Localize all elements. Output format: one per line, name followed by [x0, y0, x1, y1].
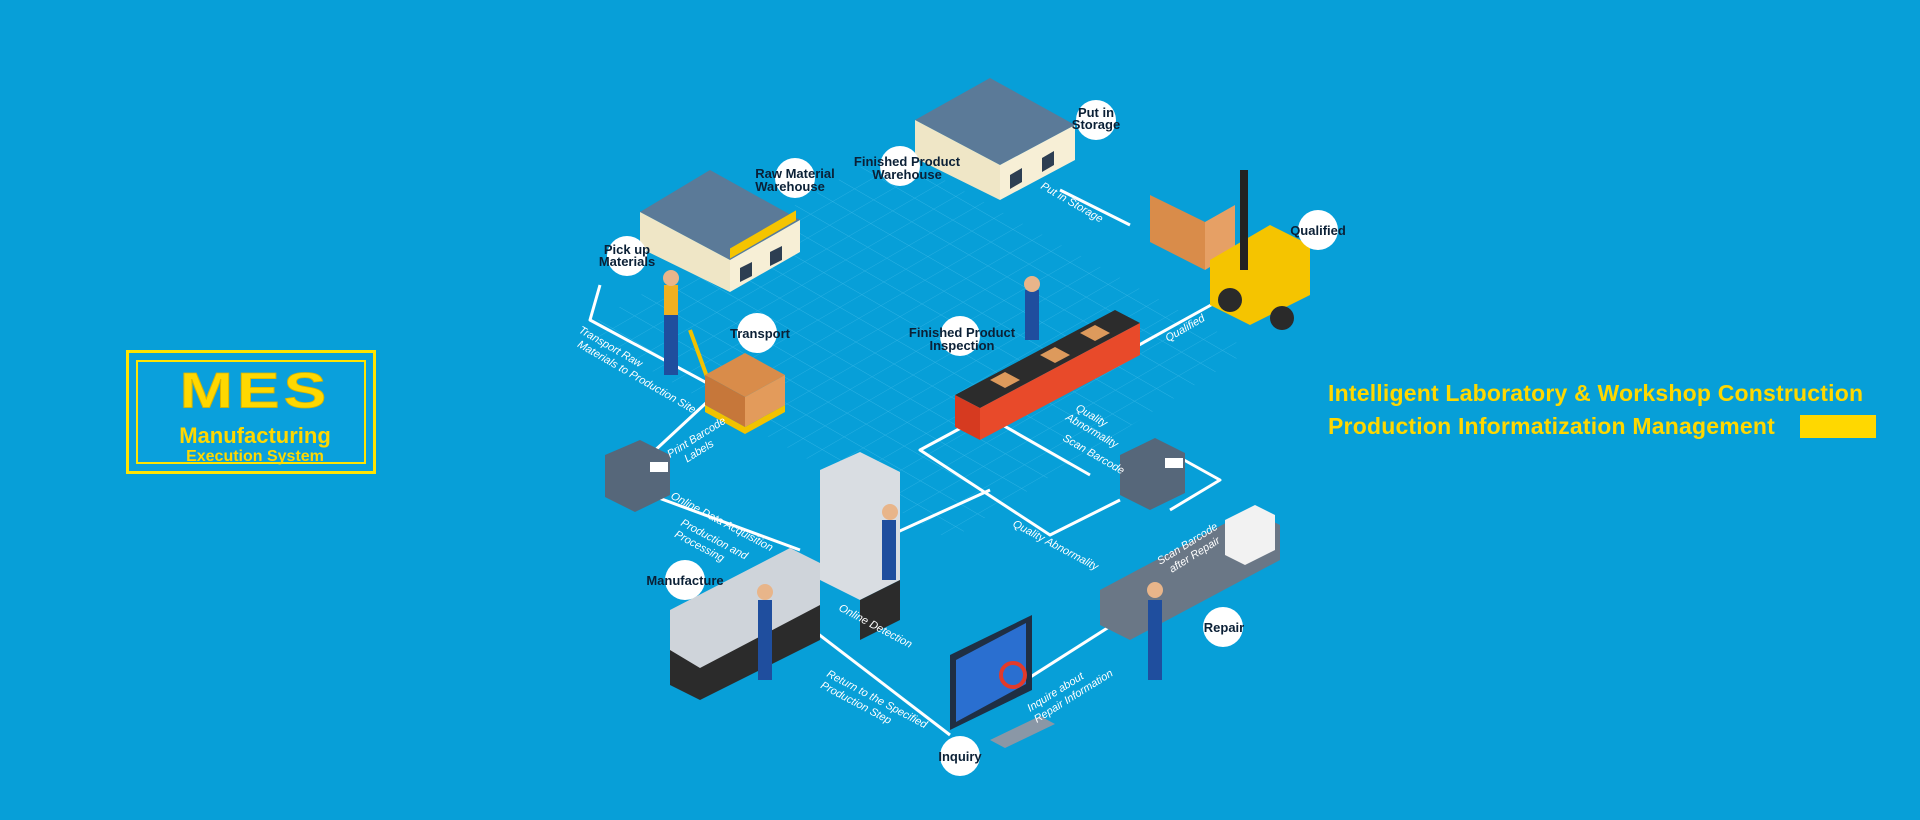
- node-repair: Repair: [1203, 607, 1244, 647]
- node-raw-material-warehouse-line1: Raw Material: [755, 166, 834, 181]
- mes-logo: MES Manufacturing Execution System: [126, 350, 376, 474]
- node-pick-up-line1: Pick up: [604, 242, 650, 257]
- path-put-in-storage: Put in Storage: [1039, 180, 1105, 225]
- node-raw-material-warehouse-line2: Warehouse: [755, 179, 825, 194]
- node-finished-inspection-line1: Finished Product: [909, 325, 1016, 340]
- barcode-printer-left: [605, 440, 670, 512]
- flow-forklift-to-storage: [1059, 188, 1131, 227]
- node-inquiry-label: Inquiry: [938, 749, 982, 764]
- node-raw-material-warehouse: Raw Material Warehouse: [755, 158, 835, 198]
- node-finished-warehouse-line1: Finished Product: [854, 154, 961, 169]
- path-quality-abnormality-low: Quality Abnormality: [1011, 518, 1102, 574]
- finished-product-warehouse: [915, 78, 1075, 200]
- node-labels: Raw Material Warehouse Pick up Materials…: [599, 100, 1346, 776]
- flow-manufacture-to-inquiry: [799, 618, 951, 737]
- forklift: [1150, 170, 1310, 330]
- mes-logo-frame: MES Manufacturing Execution System: [136, 360, 366, 465]
- node-finished-inspection-line2: Inspection: [929, 338, 994, 353]
- inspection-conveyor: [955, 276, 1140, 440]
- flow-inspection-to-forklift: [1129, 298, 1221, 352]
- node-pick-up-materials: Pick up Materials: [599, 236, 655, 276]
- path-inquire-repair: Inquire about Repair Information: [1025, 667, 1115, 725]
- node-repair-label: Repair: [1204, 620, 1244, 635]
- mes-logo-mark: MES: [179, 362, 331, 419]
- milling-machine: [820, 452, 900, 640]
- repair-machine: [1100, 505, 1280, 680]
- node-finished-warehouse-line2: Warehouse: [872, 167, 942, 182]
- node-transport-label: Transport: [730, 326, 791, 341]
- node-finished-product-inspection: Finished Product Inspection: [909, 316, 1016, 356]
- pallet-boxes: [705, 353, 785, 434]
- barcode-printer-right: [1120, 438, 1185, 510]
- inquiry-computer: [950, 615, 1055, 748]
- path-print-barcode: Print Barcode Labels: [665, 415, 728, 465]
- node-transport: Transport: [730, 313, 791, 353]
- node-manufacture-label: Manufacture: [646, 573, 723, 588]
- tagline-line1: Intelligent Laboratory & Workshop Constr…: [1328, 380, 1864, 406]
- node-pick-up-line2: Materials: [599, 254, 655, 269]
- node-put-in-storage-line1: Put in: [1078, 105, 1114, 120]
- node-put-in-storage-line2: Storage: [1072, 117, 1120, 132]
- tagline-accent-bar: [1800, 415, 1876, 438]
- lathe-machine: [670, 548, 820, 700]
- node-manufacture: Manufacture: [646, 560, 724, 600]
- mes-logo-line1: Manufacturing: [179, 423, 331, 448]
- node-inquiry: Inquiry: [938, 736, 982, 776]
- mes-logo-line2: Execution System: [186, 448, 324, 465]
- node-qualified: Qualified: [1290, 210, 1346, 250]
- tagline-line2: Production Informatization Management: [1328, 413, 1775, 439]
- node-finished-product-warehouse: Finished Product Warehouse: [854, 146, 961, 186]
- raw-material-warehouse: [640, 170, 800, 292]
- node-qualified-label: Qualified: [1290, 223, 1346, 238]
- node-put-in-storage: Put in Storage: [1072, 100, 1120, 140]
- path-put-in-storage-label: Put in Storage: [1039, 180, 1105, 225]
- path-quality-low-label: Quality Abnormality: [1011, 518, 1102, 574]
- flow-quality-loop: [918, 413, 1121, 537]
- flow-repair-to-scan: [1169, 453, 1222, 512]
